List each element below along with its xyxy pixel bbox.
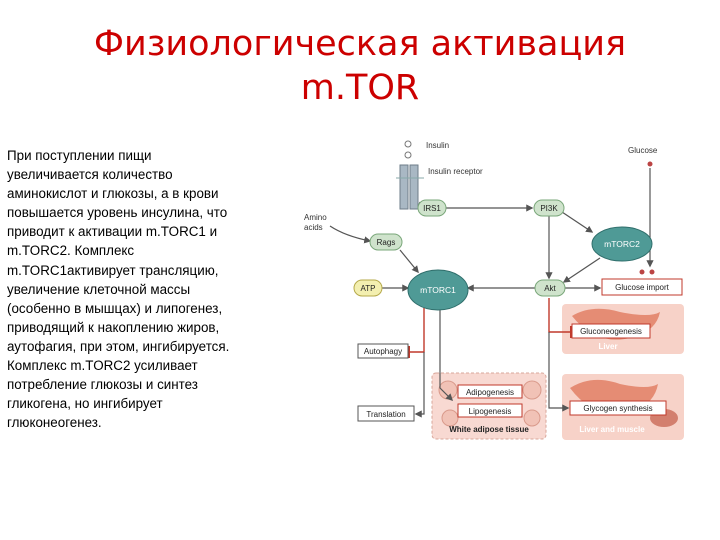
translation-label: Translation (366, 410, 405, 419)
mtorc2-to-akt-arrow (562, 257, 601, 283)
rags-label: Rags (377, 238, 396, 247)
mtorc1-label: mTORC1 (420, 285, 456, 295)
adipogenesis-label: Adipogenesis (466, 388, 514, 397)
pi3k-to-mtorc2-arrow (561, 211, 594, 233)
glucose-molecule-icon (639, 269, 645, 275)
body-line: увеличение клеточной массы (7, 281, 191, 297)
mtorc2-node (591, 226, 653, 262)
lipogenesis-label: Lipogenesis (469, 407, 512, 416)
body-line: приводит к активации m.TORC1 и (7, 224, 218, 240)
insulin-molecule-icon (404, 151, 412, 159)
glucose-import-label: Glucose import (615, 283, 670, 292)
body-line: m.TORC1активирует трансляцию, (7, 262, 219, 278)
body-text: При поступлении пищи увеличивается колич… (7, 146, 282, 432)
insulin-label: Insulin (426, 141, 449, 150)
glucose-import-box (601, 278, 683, 296)
gluconeogenesis-label: Gluconeogenesis (580, 327, 642, 336)
amino-acids-label: Amino (304, 213, 327, 222)
adipocyte-icon (441, 409, 459, 427)
translation-box (357, 405, 415, 422)
adipocyte-icon (522, 380, 542, 400)
mtorc1-to-translation-arrow (414, 352, 425, 418)
gluconeogenesis-box (571, 323, 651, 339)
body-line: (особенно в мышцах) и липогенез, (7, 300, 223, 316)
rags-to-mtorc1-arrow (399, 249, 419, 274)
insulin-receptor-label: Insulin receptor (428, 167, 483, 176)
irs1-label: IRS1 (423, 204, 441, 213)
glycogen-synthesis-label: Glycogen synthesis (583, 404, 652, 413)
liver-muscle-label: Liver and muscle (579, 425, 645, 434)
adipocyte-icon (523, 409, 541, 427)
body-line: m.TORC2. Комплекс (7, 243, 135, 259)
body-line: аминокислот и глюкозы, а в крови (7, 186, 219, 202)
amino-acids-arrow (329, 225, 372, 244)
insulin-molecule-icon (404, 140, 412, 148)
glucose-label: Glucose (628, 146, 658, 155)
body-line: глюконеогенез. (7, 415, 102, 431)
akt-label: Akt (544, 284, 556, 293)
adipogenesis-box (457, 384, 523, 399)
mtorc2-label: mTORC2 (604, 239, 640, 249)
atp-label: ATP (361, 284, 376, 293)
pi3k-label: PI3K (540, 204, 558, 213)
body-line: увеличивается количество (7, 167, 173, 183)
amino-acids-label-2: acids (304, 223, 323, 232)
lipogenesis-box (457, 403, 523, 418)
akt-node (534, 279, 566, 297)
irs1-node (417, 199, 447, 217)
mtorc1-to-lipogenesis-arrow (439, 308, 454, 402)
mtor-pathway-diagram: Insulin Insulin receptor Glucose Amino a… (304, 140, 684, 440)
body-line: приводящий к накоплению жиров, (7, 319, 220, 335)
white-adipose-label: White adipose tissue (449, 425, 529, 434)
insulin-receptor-icon (409, 164, 419, 210)
autophagy-label: Autophagy (364, 347, 402, 356)
autophagy-box (357, 343, 409, 359)
glucose-molecule-icon (649, 269, 655, 275)
pi3k-node (533, 199, 565, 217)
liver-label: Liver (598, 342, 617, 351)
title-line-1: Физиологическая активация (93, 24, 627, 64)
glycogen-synthesis-box (569, 400, 667, 416)
slide-title: Физиологическая активация m.TOR (40, 22, 680, 110)
body-line: При поступлении пищи (7, 148, 152, 163)
body-line: потребление глюкозы и синтез (7, 377, 198, 393)
mtorc1-node (407, 269, 469, 311)
body-line: Комплекс m.TORC2 усиливает (7, 358, 198, 374)
akt-to-glycogen-arrow (548, 332, 570, 412)
body-line: аутофагия, при этом, ингибируется. (7, 338, 230, 354)
atp-node (353, 279, 383, 297)
body-line: повышается уровень инсулина, что (7, 205, 228, 221)
mtorc1-inhibits-autophagy (410, 308, 425, 353)
rags-node (369, 233, 403, 251)
body-line: гликогена, но ингибирует (7, 396, 163, 412)
title-line-2: m.TOR (300, 68, 420, 108)
glucose-molecule-icon (647, 161, 653, 167)
insulin-receptor-icon (399, 164, 409, 210)
